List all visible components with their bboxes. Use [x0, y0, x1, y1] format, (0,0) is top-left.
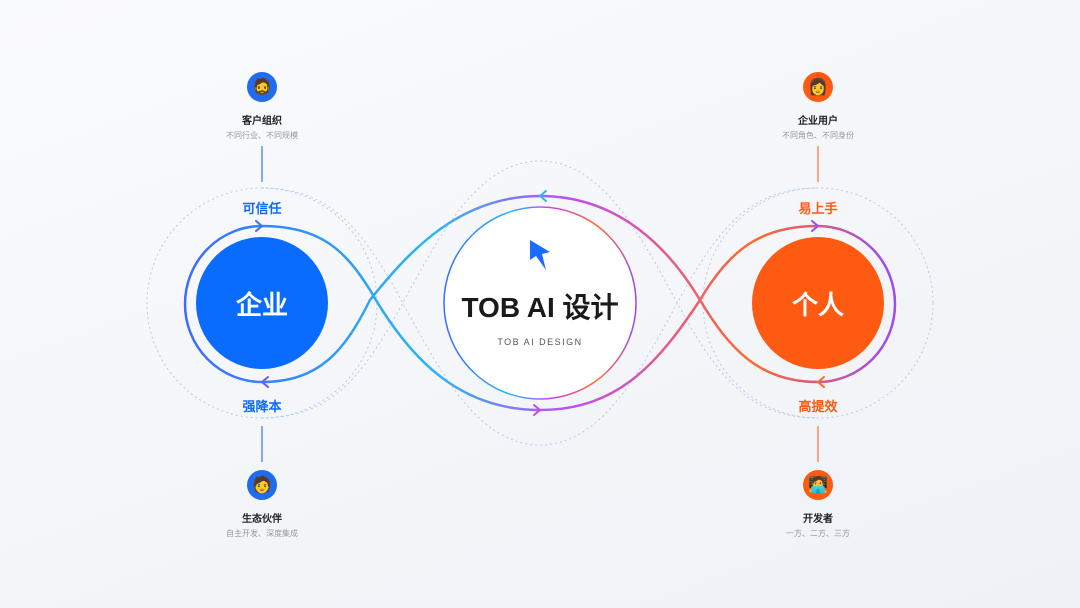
node-enterprise-user: 企业用户不同角色、不同身份	[782, 112, 854, 141]
personal-circle: 个人	[752, 237, 884, 369]
node-ecosystem-partner: 生态伙伴自主开发、深度集成	[226, 510, 298, 539]
node-subtitle: 自主开发、深度集成	[226, 529, 298, 538]
node-subtitle: 不同角色、不同身份	[782, 131, 854, 140]
avatar-customer-org: 🧔	[247, 72, 277, 102]
node-title: 客户组织	[242, 116, 282, 127]
center-title: TOB AI 设计	[461, 292, 619, 323]
enterprise-circle: 企业	[196, 237, 328, 369]
node-subtitle: 不同行业、不同规模	[226, 131, 298, 140]
label-efficiency: 高提效	[798, 399, 838, 414]
node-title: 生态伙伴	[242, 514, 282, 525]
enterprise-label: 企业	[235, 289, 288, 320]
node-title: 开发者	[803, 514, 833, 525]
node-developer: 开发者一方、二方、三方	[786, 510, 850, 539]
label-easy-to-use: 易上手	[798, 201, 838, 216]
node-customer-org: 客户组织不同行业、不同规模	[226, 112, 298, 141]
personal-label: 个人	[791, 289, 844, 320]
logo-icon	[530, 240, 550, 270]
label-trustworthy: 可信任	[242, 201, 282, 216]
center-subtitle: TOB AI DESIGN	[497, 337, 583, 347]
avatar-developer: 🧑‍💻	[803, 470, 833, 500]
label-cost-reduction: 强降本	[242, 399, 282, 414]
node-title: 企业用户	[798, 116, 838, 127]
avatar-enterprise-user: 👩	[803, 72, 833, 102]
node-subtitle: 一方、二方、三方	[786, 529, 850, 538]
avatar-ecosystem-partner: 🧑	[247, 470, 277, 500]
